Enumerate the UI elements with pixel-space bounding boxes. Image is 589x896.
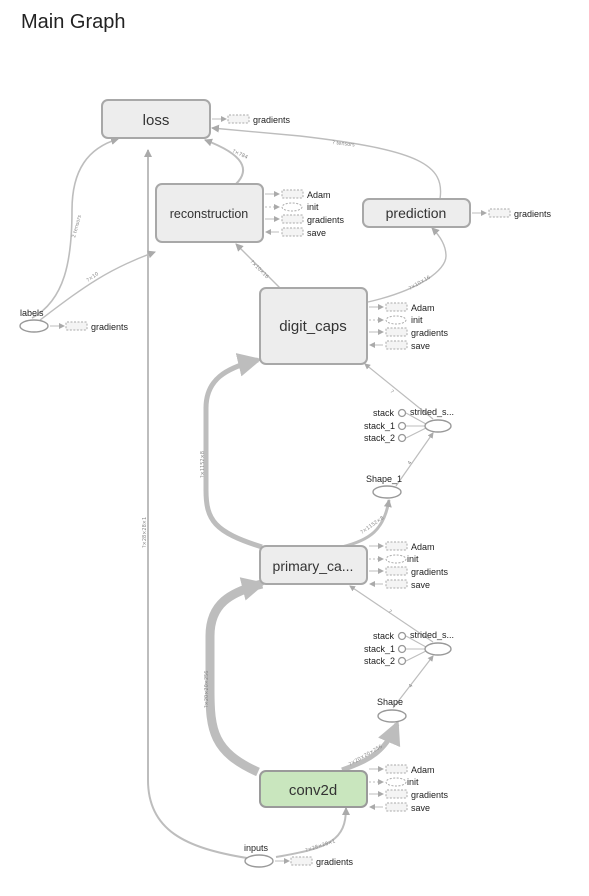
node-label: loss	[143, 112, 170, 129]
node-label: prediction	[386, 205, 447, 221]
node-label: conv2d	[289, 782, 337, 799]
edge-digitcaps-reconstruction	[235, 243, 281, 289]
edge-label: ?	[387, 609, 393, 616]
edge-labels-reconstruction	[39, 250, 156, 321]
aux-label: gradients	[91, 322, 129, 332]
edge-shape1-stridedslice1	[395, 432, 434, 487]
aux-label: save	[411, 341, 430, 351]
node-shape-1[interactable]: Shape_1	[366, 474, 402, 499]
edge-label: ? tensors	[332, 140, 356, 148]
node-label: digit_caps	[279, 318, 347, 335]
edge-shape-stridedslice	[392, 655, 434, 709]
aux-label: Adam	[411, 542, 435, 552]
edge-label: 4	[407, 460, 414, 466]
aux-loss[interactable]: gradients	[212, 114, 291, 125]
const-label: stack_2	[364, 656, 395, 666]
const-label: stack_1	[364, 421, 395, 431]
const-label: stack	[373, 631, 395, 641]
edge-label: ?×28×28×1	[142, 517, 148, 548]
edge-labels-loss	[31, 137, 119, 319]
node-label: strided_s...	[410, 407, 454, 417]
edge-label: ?×28×28×1	[305, 839, 336, 854]
aux-label: init	[407, 777, 419, 787]
node-label: primary_ca...	[273, 558, 354, 574]
node-prediction[interactable]: prediction	[362, 198, 471, 228]
aux-label: gradients	[307, 215, 345, 225]
const-label: stack	[373, 408, 395, 418]
edge-label: ?×10×16	[249, 259, 270, 280]
node-strided-slice[interactable]: stack stack_1 stack_2 strided_s...	[364, 630, 454, 666]
aux-label: gradients	[253, 115, 291, 125]
edge-label: 2 tensors	[71, 214, 83, 238]
edge-label: ?×1152×8	[200, 451, 206, 478]
edge-label: ?×20×20×256	[348, 744, 383, 768]
aux-label: save	[411, 580, 430, 590]
edges	[31, 124, 447, 859]
edge-inputs-conv2d	[275, 807, 350, 858]
edge-primary-digitcaps	[203, 353, 263, 550]
node-loss[interactable]: loss	[101, 99, 211, 139]
node-reconstruction[interactable]: reconstruction	[155, 183, 264, 243]
edge-reconstruction-loss	[204, 138, 245, 185]
node-label: inputs	[244, 843, 269, 853]
node-label: labels	[20, 308, 44, 318]
aux-label: gradients	[316, 857, 354, 867]
aux-label: gradients	[411, 790, 449, 800]
edge-conv2d-primary	[205, 577, 266, 777]
edge-stridedslice1-digitcaps	[364, 363, 434, 420]
aux-reconstruction[interactable]: Adam init gradients save	[265, 189, 345, 238]
edge-label: 4	[408, 683, 415, 689]
node-strided-slice-1[interactable]: stack stack_1 stack_2 strided_s...	[364, 407, 454, 443]
aux-label: gradients	[411, 567, 449, 577]
aux-inputs[interactable]: gradients	[275, 856, 354, 867]
edge-label: ?×784	[231, 148, 248, 160]
edge-label: ?×10×16	[408, 275, 432, 292]
aux-prediction[interactable]: gradients	[472, 208, 552, 219]
aux-label: Adam	[411, 303, 435, 313]
node-primary-caps[interactable]: primary_ca...	[259, 545, 368, 585]
edge-label: ?	[389, 389, 395, 396]
aux-label: save	[307, 228, 326, 238]
edge-inputs-loss	[144, 149, 248, 859]
edge-conv2d-shape	[341, 720, 401, 773]
aux-label: save	[411, 803, 430, 813]
node-digit-caps[interactable]: digit_caps	[259, 287, 368, 365]
const-label: stack_2	[364, 433, 395, 443]
aux-label: Adam	[307, 190, 331, 200]
edge-label: ?×20×20×256	[204, 671, 210, 709]
edge-prediction-loss	[211, 124, 442, 200]
node-shape[interactable]: Shape	[377, 697, 407, 723]
node-label: Shape_1	[366, 474, 402, 484]
node-conv2d[interactable]: conv2d	[259, 770, 368, 808]
const-label: stack_1	[364, 644, 395, 654]
aux-digit-caps[interactable]: Adam init gradients save	[369, 302, 449, 351]
aux-conv2d[interactable]: Adam init gradients save	[369, 764, 449, 813]
aux-labels[interactable]: gradients	[50, 321, 129, 332]
node-label: Shape	[377, 697, 403, 707]
node-labels[interactable]: labels	[19, 308, 49, 333]
node-label: strided_s...	[410, 630, 454, 640]
edge-digitcaps-prediction	[367, 227, 447, 303]
edge-primary-shape1	[341, 499, 392, 549]
node-label: reconstruction	[170, 207, 249, 221]
aux-label: gradients	[411, 328, 449, 338]
aux-label: init	[307, 202, 319, 212]
edge-stridedslice-primary	[349, 585, 434, 643]
node-inputs[interactable]: inputs	[244, 843, 274, 868]
aux-label: Adam	[411, 765, 435, 775]
aux-label: gradients	[514, 209, 552, 219]
page-title: Main Graph	[21, 11, 126, 33]
aux-primary-caps[interactable]: Adam init gradients save	[369, 541, 449, 590]
aux-label: init	[407, 554, 419, 564]
aux-label: init	[411, 315, 423, 325]
